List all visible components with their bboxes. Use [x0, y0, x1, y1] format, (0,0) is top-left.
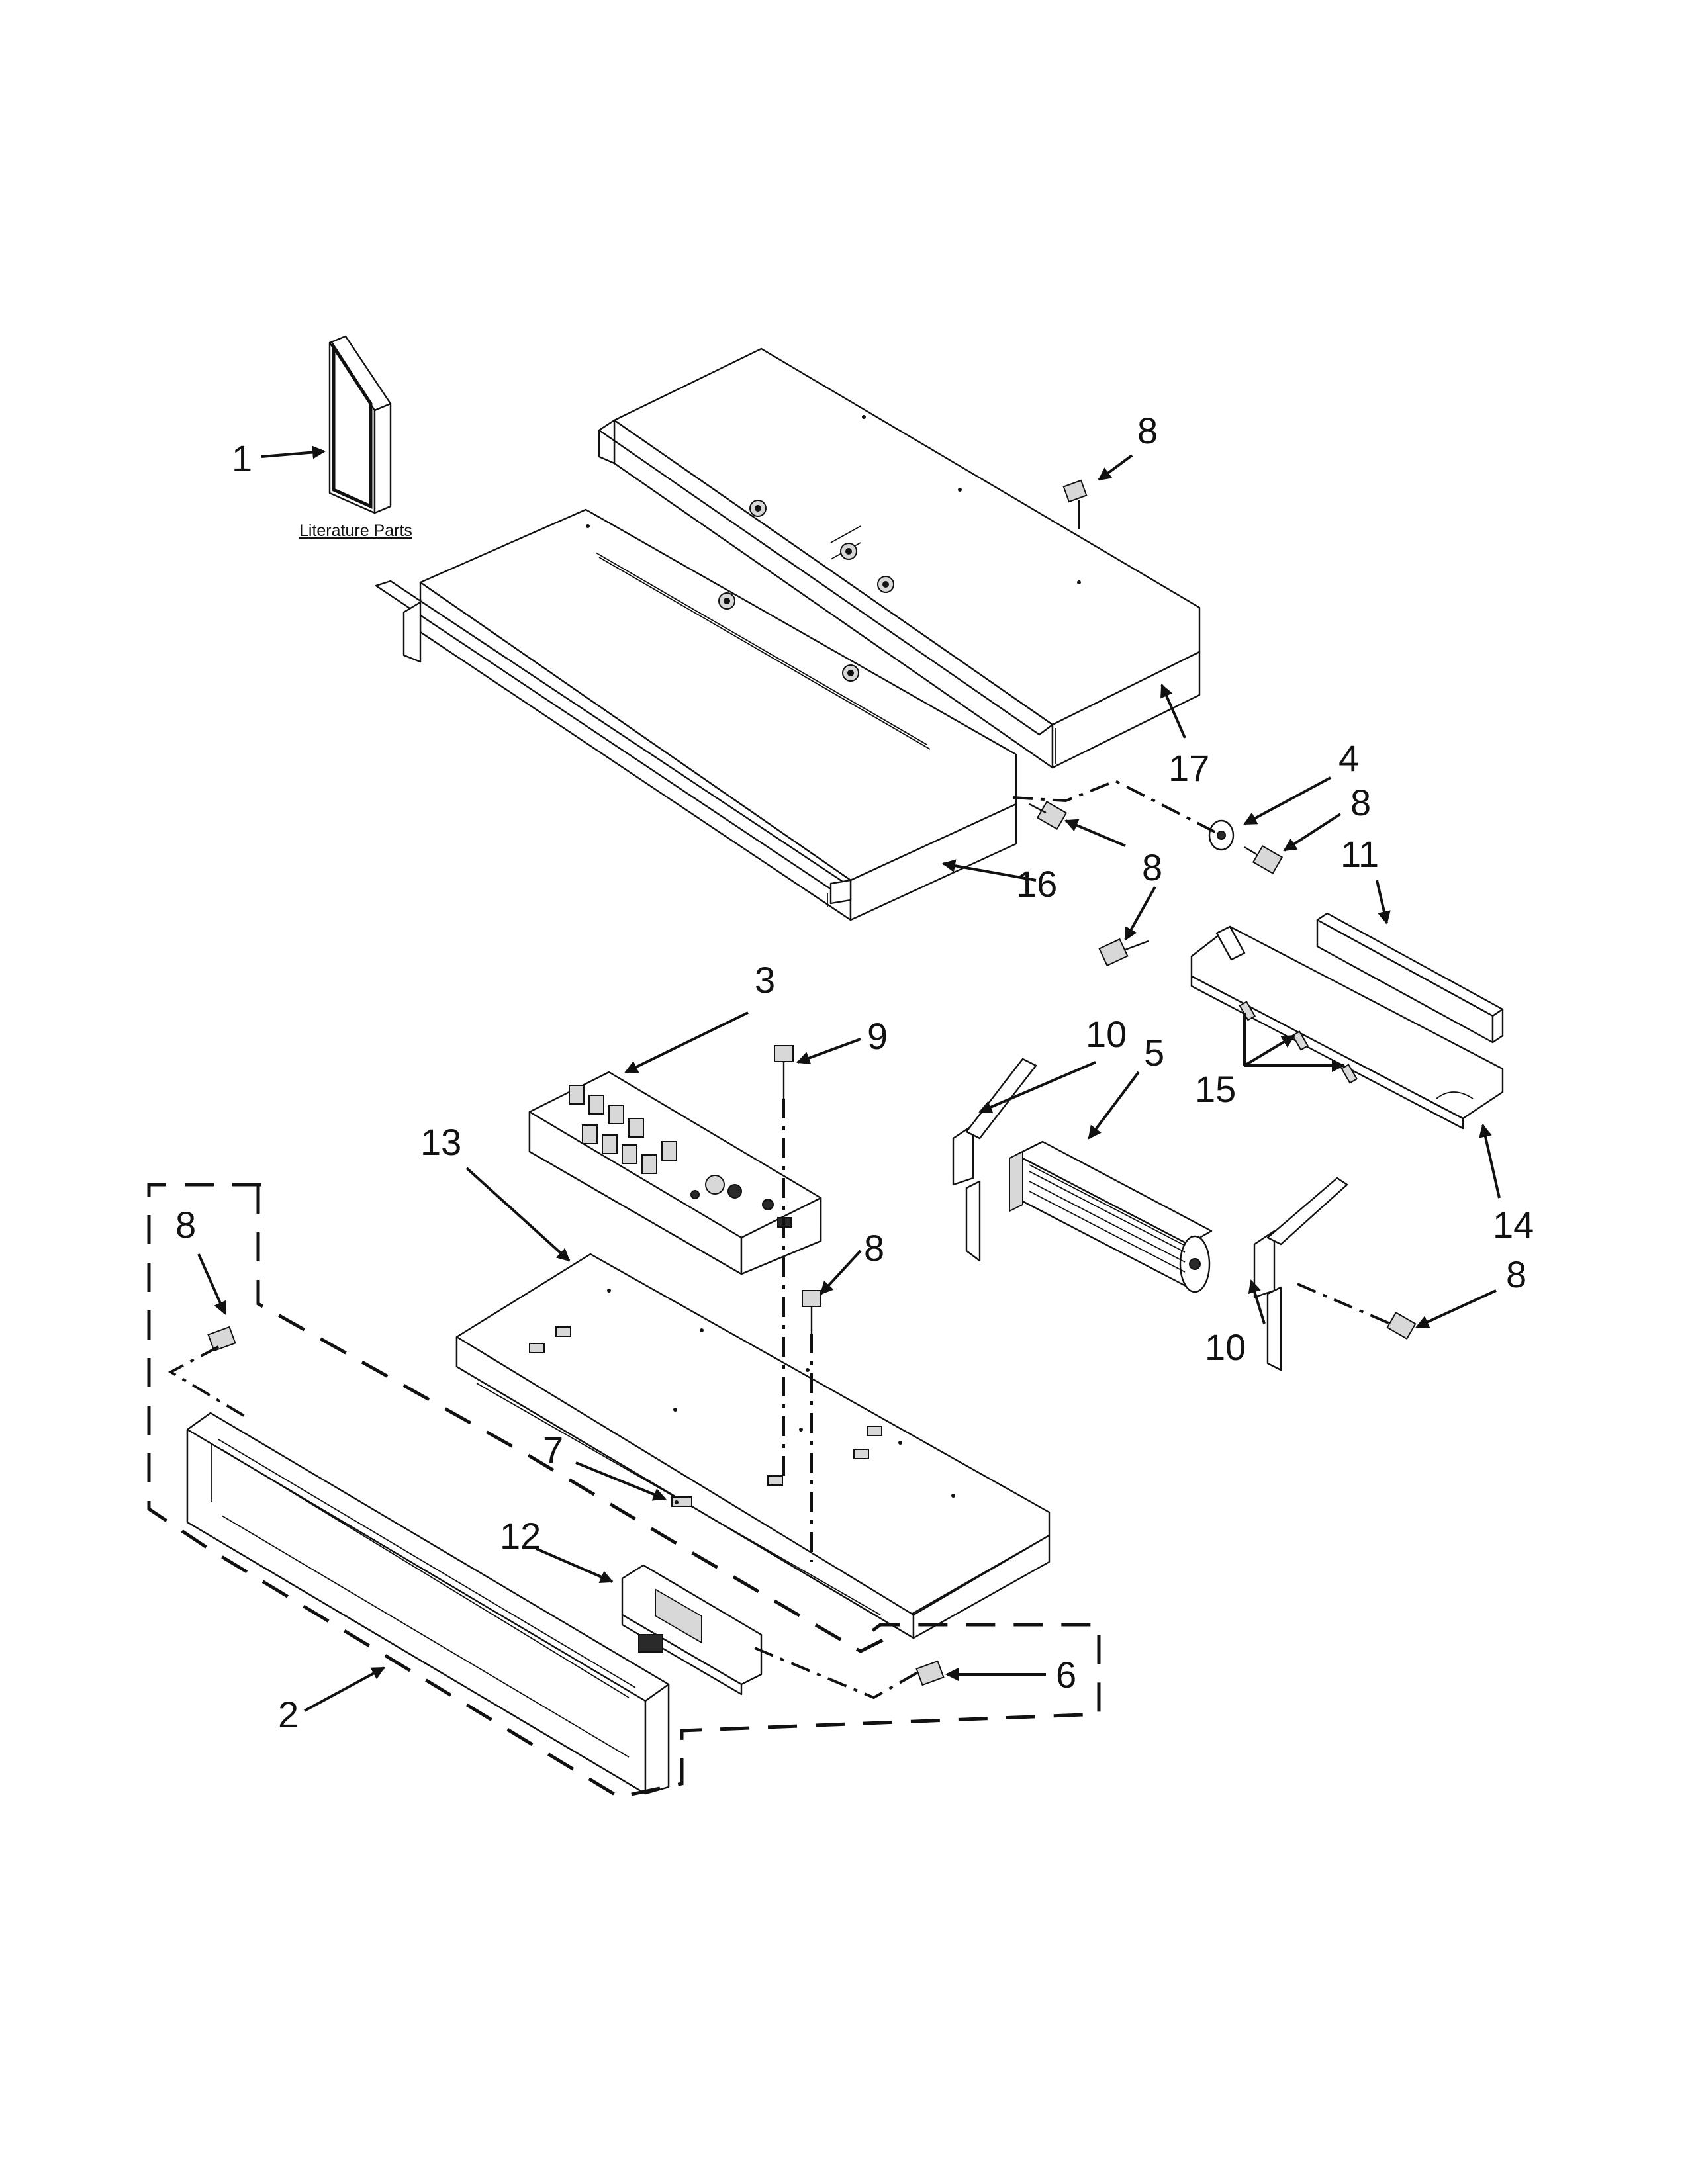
literature-parts-label: Literature Parts	[299, 522, 412, 540]
callout-12: 12	[500, 1515, 541, 1557]
callout-8f: 8	[1506, 1253, 1526, 1295]
callouts: 1 8 17 4 8 16 8 11 3 9 10 5 15 13 8 8 14…	[175, 410, 1534, 1735]
callout-8b: 8	[1350, 782, 1371, 823]
callout-5: 5	[1144, 1032, 1164, 1073]
washer	[1208, 819, 1235, 851]
callout-15: 15	[1195, 1068, 1236, 1110]
blower-fan	[1009, 1140, 1213, 1293]
callout-9: 9	[867, 1015, 888, 1057]
callout-4: 4	[1338, 737, 1359, 779]
callout-16: 16	[1016, 863, 1057, 905]
leader-lines	[197, 445, 1501, 1712]
callout-10a: 10	[1086, 1013, 1127, 1055]
callout-8a: 8	[1137, 410, 1158, 451]
switch-7	[671, 1496, 692, 1507]
interface-board	[621, 1564, 763, 1696]
callout-3: 3	[755, 959, 775, 1001]
assembly-lines	[147, 779, 1391, 1799]
callout-8e: 8	[864, 1227, 884, 1269]
screw-right	[1386, 1311, 1417, 1340]
screw-washer	[1244, 845, 1284, 874]
screw-left	[207, 1326, 236, 1352]
callout-11: 11	[1340, 833, 1379, 875]
screw-top	[1062, 479, 1088, 529]
callout-7: 7	[543, 1429, 563, 1471]
screw-6	[915, 1660, 945, 1686]
control-board	[528, 1071, 822, 1275]
screw-left-panel	[1029, 801, 1068, 830]
callout-17: 17	[1168, 747, 1209, 789]
callout-1: 1	[232, 437, 252, 479]
chassis-plate	[455, 1253, 1051, 1639]
callout-8d: 8	[175, 1204, 196, 1246]
callout-10b: 10	[1205, 1326, 1246, 1368]
screw-center	[802, 1290, 821, 1334]
callout-8c: 8	[1142, 846, 1162, 888]
hinge-bracket-lower	[1253, 1177, 1348, 1371]
callout-13: 13	[420, 1121, 461, 1163]
hinge-bracket-upper	[952, 1058, 1037, 1262]
mounting-bracket	[1190, 925, 1504, 1130]
pins	[1239, 1001, 1358, 1084]
literature-booklet	[328, 335, 392, 514]
screw-bracket	[1098, 938, 1149, 967]
insulation-strip	[1316, 912, 1504, 1044]
callout-2: 2	[278, 1694, 299, 1735]
upper-panel	[598, 347, 1201, 769]
screw-9	[774, 1045, 794, 1099]
lower-panel	[375, 508, 1017, 921]
front-trim-panel	[186, 1412, 670, 1795]
callout-14: 14	[1493, 1204, 1534, 1246]
callout-6: 6	[1056, 1654, 1076, 1696]
